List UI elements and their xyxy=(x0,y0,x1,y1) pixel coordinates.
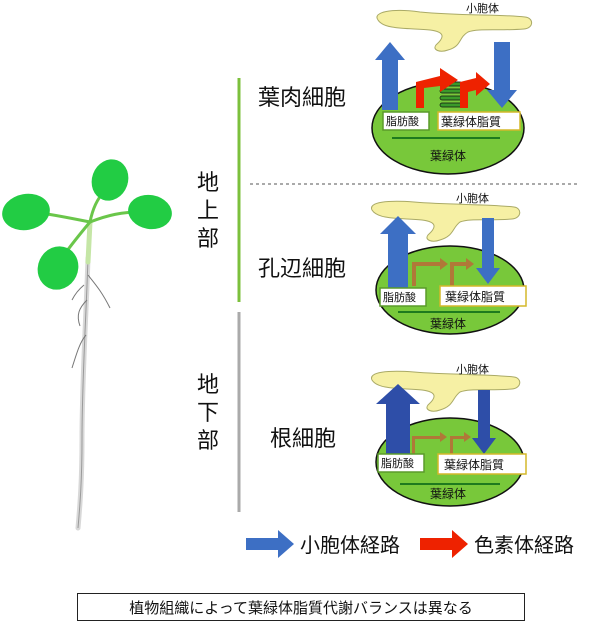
root-cell-label: 根細胞 xyxy=(270,427,336,452)
above-ground-label: 地 上 部 xyxy=(197,171,226,252)
below-ground-label: 地 下 部 xyxy=(197,373,226,454)
er-label-1: 小胞体 xyxy=(466,1,499,15)
chloroplast-lipid-label-2: 葉緑体脂質 xyxy=(445,289,505,304)
mesophyll-cell-diagram: 小胞体 脂肪酸 葉緑体脂質 葉緑体 xyxy=(371,1,533,175)
legend-plastid-pathway-label: 色素体経路 xyxy=(474,533,574,557)
legend-er-arrow xyxy=(246,530,294,558)
chloroplast-lipid-label-3: 葉緑体脂質 xyxy=(444,457,504,472)
er-pathway-arrow-up-2 xyxy=(380,216,416,288)
root-cell-diagram: 小胞体 脂肪酸 葉緑体脂質 葉緑体 xyxy=(371,362,527,507)
er-pathway-arrow-down-3 xyxy=(472,390,496,454)
guard-cell-label: 孔辺細胞 xyxy=(258,257,346,282)
chloroplast-label-2: 葉緑体 xyxy=(430,316,466,331)
fatty-acid-label-1: 脂肪酸 xyxy=(386,114,419,128)
legend-plastid-arrow xyxy=(420,530,468,558)
mesophyll-cell-label: 葉肉細胞 xyxy=(258,86,346,111)
er-pathway-arrow-up-3 xyxy=(376,384,420,458)
fatty-acid-label-3: 脂肪酸 xyxy=(381,456,414,470)
legend-er-pathway-label: 小胞体経路 xyxy=(300,533,400,557)
guard-cell-diagram: 小胞体 脂肪酸 葉緑体脂質 葉緑体 xyxy=(371,191,527,335)
seedling-illustration xyxy=(2,159,172,531)
plastid-pathway-arrow-3 xyxy=(412,432,447,458)
caption: 植物組織によって葉緑体脂質代謝バランスは異なる xyxy=(77,593,525,621)
er-pathway-arrow-down-1 xyxy=(487,42,517,108)
er-pathway-arrow-down-2 xyxy=(476,218,500,284)
legend: 小胞体経路 色素体経路 xyxy=(246,530,574,558)
chloroplast-label-3: 葉緑体 xyxy=(430,486,466,501)
chloroplast-lipid-label-1: 葉緑体脂質 xyxy=(441,114,501,129)
er-label-2: 小胞体 xyxy=(456,191,489,205)
plastid-pathway-arrow-2 xyxy=(412,258,448,286)
plastid-pathway-arrow xyxy=(416,68,458,108)
er-pathway-arrow-up-1 xyxy=(375,42,405,110)
fatty-acid-label-2: 脂肪酸 xyxy=(383,290,416,304)
er-label-3: 小胞体 xyxy=(456,362,489,376)
chloroplast-label-1: 葉緑体 xyxy=(430,148,466,163)
